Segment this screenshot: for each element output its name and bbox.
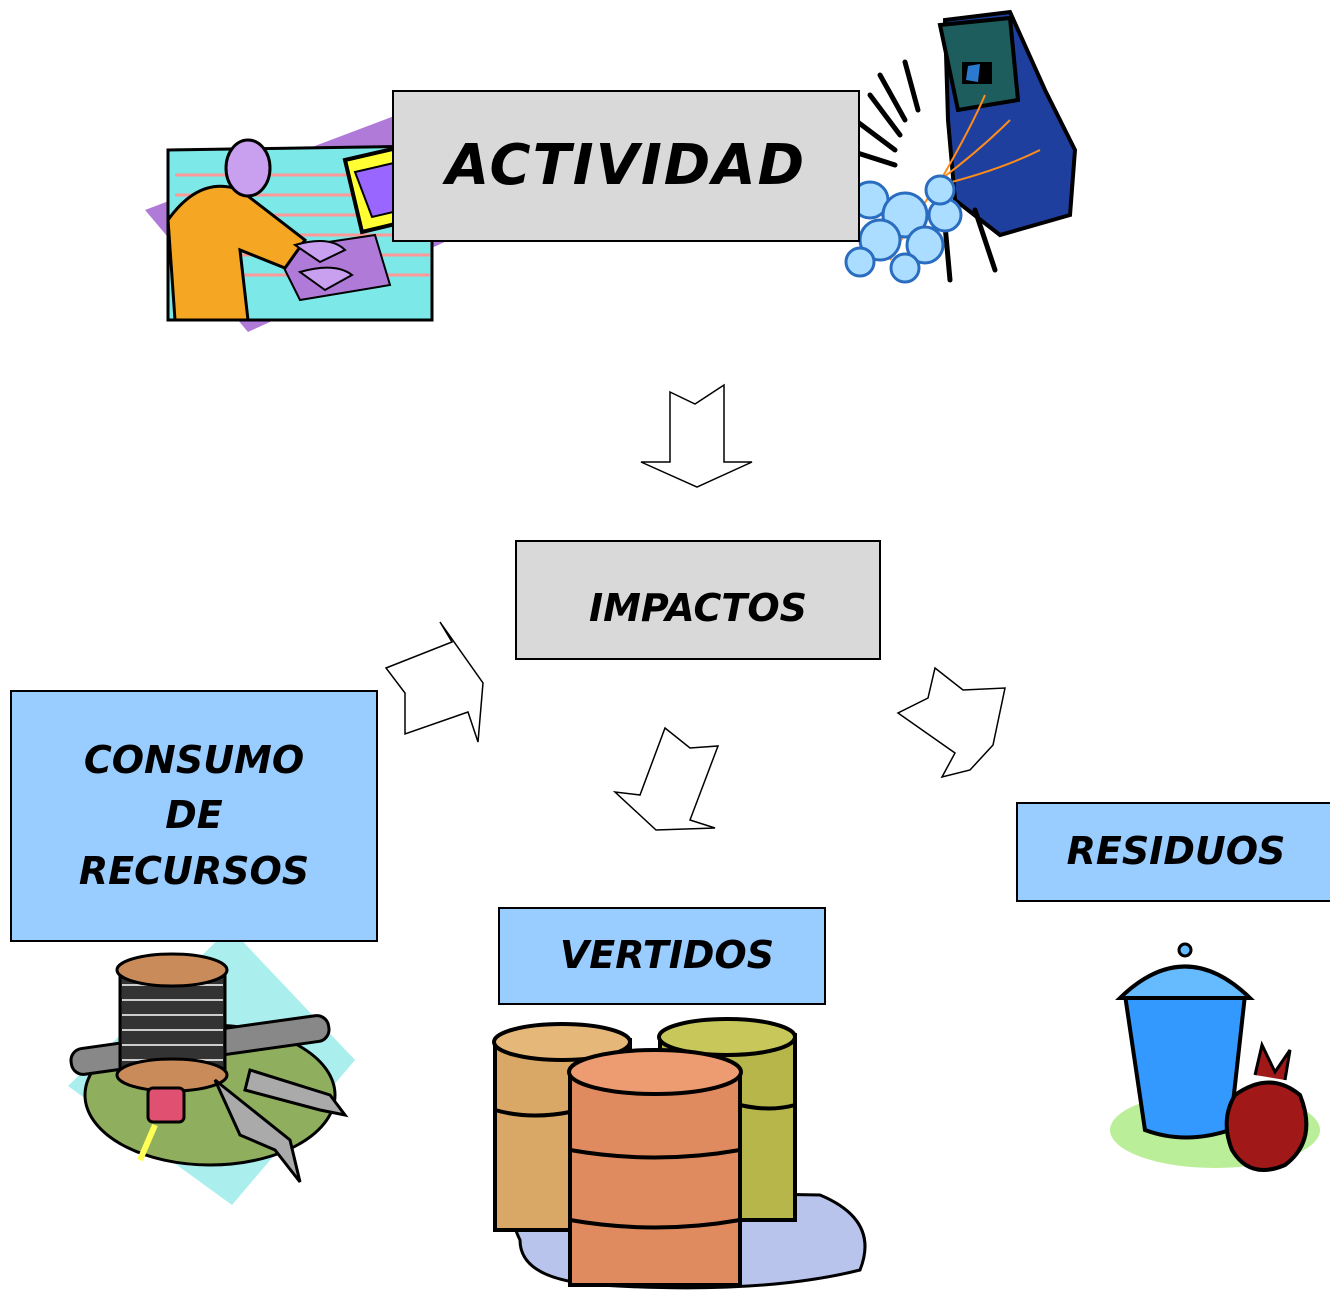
consumo-de-recursos-box: CONSUMO DE RECURSOS bbox=[10, 690, 378, 942]
vertidos-label: VERTIDOS bbox=[559, 933, 775, 978]
consumo-line-3: RECURSOS bbox=[78, 848, 310, 893]
impactos-label: IMPACTOS bbox=[588, 586, 808, 631]
trash-can-clipart-icon bbox=[1110, 942, 1320, 1172]
consumo-line-2: DE bbox=[165, 793, 223, 838]
welder-clipart-icon bbox=[840, 9, 1078, 284]
oil-barrels-clipart-icon bbox=[492, 1017, 867, 1290]
arrow-impactos-to-residuos bbox=[896, 666, 1006, 779]
arrow-actividad-to-impactos bbox=[640, 383, 753, 488]
residuos-box: RESIDUOS bbox=[1016, 802, 1330, 902]
actividad-label: ACTIVIDAD bbox=[445, 133, 807, 199]
flow-arrows bbox=[384, 383, 1006, 831]
actividad-box: ACTIVIDAD bbox=[392, 90, 860, 242]
arrow-impactos-to-consumo bbox=[384, 621, 484, 743]
arrow-impactos-to-vertidos bbox=[612, 726, 720, 831]
residuos-label: RESIDUOS bbox=[1066, 829, 1286, 874]
impactos-box: IMPACTOS bbox=[515, 540, 881, 660]
consumo-line-1: CONSUMO bbox=[83, 738, 305, 783]
tools-clipart-icon bbox=[68, 928, 355, 1205]
vertidos-box: VERTIDOS bbox=[498, 907, 826, 1005]
